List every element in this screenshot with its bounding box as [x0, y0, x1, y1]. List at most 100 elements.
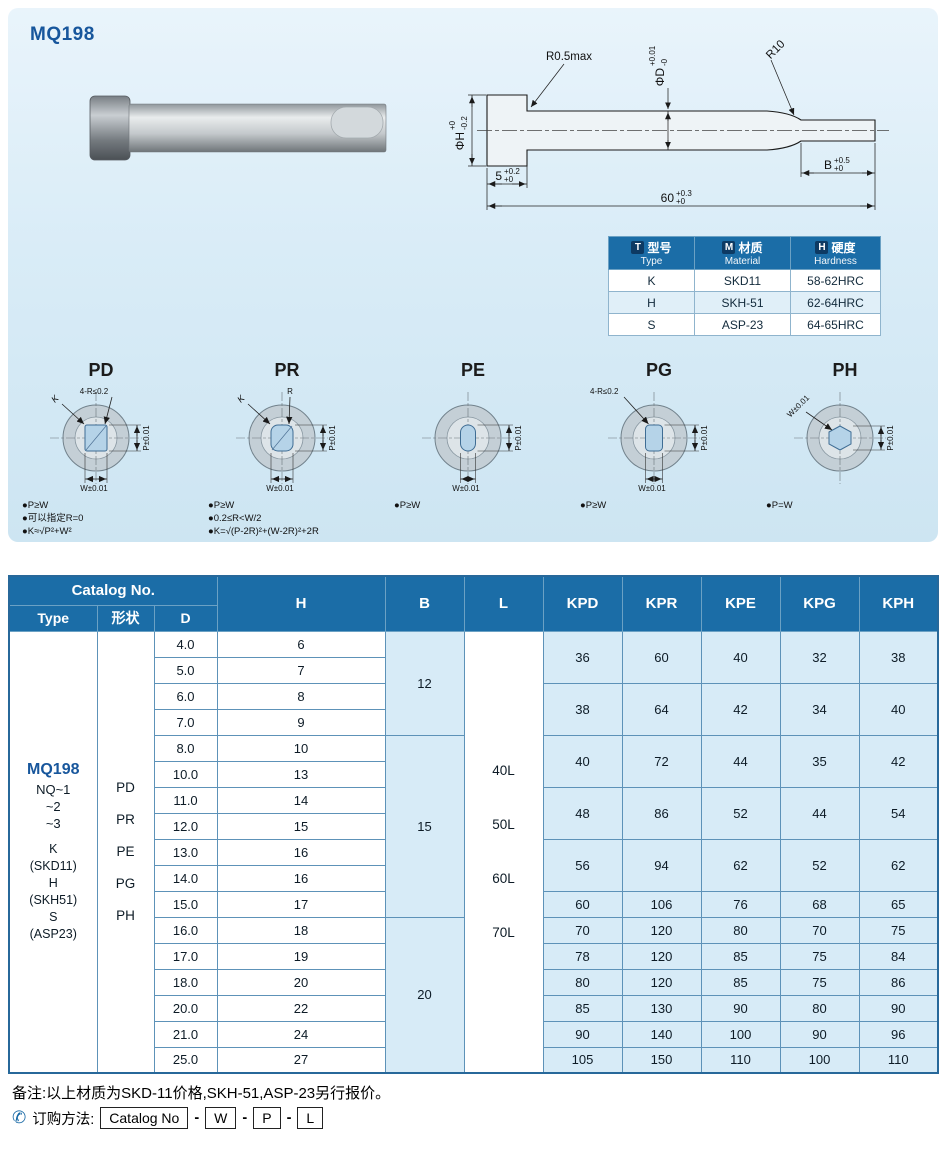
- svg-text:K: K: [235, 393, 247, 405]
- catalog-header-row-1: Catalog No. H B L KPD KPR KPE KPG KPH: [8, 575, 939, 632]
- material-line: (SKD11): [29, 858, 77, 873]
- material-line: H: [48, 875, 58, 890]
- material-line: K: [49, 841, 58, 856]
- price-value: 94: [621, 838, 702, 892]
- price-value: 62: [858, 838, 939, 892]
- section-note: ●0.2≤R<W/2: [208, 513, 262, 524]
- d-value: 16.0: [153, 916, 218, 944]
- catalog-no-header: Catalog No.: [8, 575, 218, 606]
- material-header-cn: 型号: [647, 241, 672, 255]
- shape-label: PD: [116, 779, 135, 795]
- price-value: 100: [700, 1020, 781, 1048]
- col-header-b: B: [384, 575, 465, 632]
- svg-text:B: B: [824, 158, 832, 172]
- shape-label: PG: [115, 875, 136, 891]
- col-header-h: H: [216, 575, 386, 632]
- price-value: 44: [700, 734, 781, 788]
- material-name-cell: SKH-51: [694, 291, 791, 314]
- price-value: 56: [542, 838, 623, 892]
- order-separator: -: [194, 1110, 200, 1126]
- label-phiH: ΦH +0 -0.2: [448, 116, 469, 151]
- price-value: 70: [779, 916, 860, 944]
- col-header-type: Type: [8, 604, 98, 632]
- material-type-cell: K: [608, 269, 695, 292]
- price-value: 110: [700, 1046, 781, 1074]
- svg-text:+0: +0: [834, 164, 844, 173]
- section-note: ●P≥W: [580, 500, 607, 511]
- order-box-catalog-no: Catalog No: [100, 1107, 189, 1129]
- price-value: 38: [542, 682, 623, 736]
- price-value: 54: [858, 786, 939, 840]
- svg-text:60: 60: [661, 191, 675, 205]
- svg-text:P±0.01: P±0.01: [886, 425, 895, 451]
- material-header-cn: 硬度: [831, 241, 856, 255]
- price-value: 90: [542, 1020, 623, 1048]
- price-value: 48: [542, 786, 623, 840]
- section-notes: ●P≥W●可以指定R=0●K≈√P²+W²: [8, 499, 194, 538]
- price-value: 90: [858, 994, 939, 1022]
- section-title: PH: [832, 360, 858, 380]
- h-value: 24: [216, 1020, 386, 1048]
- section-title: PE: [460, 360, 485, 380]
- d-value: 14.0: [153, 864, 218, 892]
- h-value: 20: [216, 968, 386, 996]
- price-value: 75: [779, 968, 860, 996]
- price-value: 70: [542, 916, 623, 944]
- col-header-shape: 形状: [96, 604, 155, 632]
- price-value: 32: [779, 630, 860, 684]
- price-value: 34: [779, 682, 860, 736]
- order-box-w: W: [205, 1107, 237, 1129]
- col-header-kpd: KPD: [542, 575, 623, 632]
- order-box-p: P: [253, 1107, 281, 1129]
- page-title: MQ198: [30, 24, 95, 45]
- price-value: 106: [621, 890, 702, 918]
- price-value: 60: [621, 630, 702, 684]
- price-value: 44: [779, 786, 860, 840]
- price-value: 120: [621, 942, 702, 970]
- d-value: 8.0: [153, 734, 218, 762]
- material-name-cell: SKD11: [694, 269, 791, 292]
- order-label: 订购方法:: [32, 1111, 95, 1128]
- b-value: 20: [384, 916, 465, 1074]
- section-notes: ●P≥W: [566, 499, 752, 512]
- d-value: 6.0: [153, 682, 218, 710]
- material-hardness-cell: 62-64HRC: [790, 291, 881, 314]
- section-note: ●K≈√P²+W²: [22, 526, 72, 537]
- h-value: 14: [216, 786, 386, 814]
- price-value: 85: [700, 942, 781, 970]
- section-note: ●P≥W: [394, 500, 421, 511]
- svg-text:W±0.01: W±0.01: [80, 484, 108, 493]
- shape-label: PH: [116, 907, 135, 923]
- col-header-kph: KPH: [858, 575, 939, 632]
- h-value: 27: [216, 1046, 386, 1074]
- h-value: 16: [216, 838, 386, 866]
- material-line: (SKH51): [29, 892, 78, 907]
- svg-text:+0: +0: [448, 120, 457, 130]
- svg-text:ΦD: ΦD: [653, 68, 667, 87]
- pin-outline: [477, 94, 889, 167]
- price-value: 85: [700, 968, 781, 996]
- price-value: 62: [700, 838, 781, 892]
- price-value: 40: [858, 682, 939, 736]
- model-label: MQ198: [27, 760, 80, 778]
- catalog-header-row-2: Type 形状 D: [8, 604, 938, 632]
- svg-text:4-R≤0.2: 4-R≤0.2: [80, 387, 109, 396]
- svg-text:W±0.01: W±0.01: [638, 484, 666, 493]
- price-value: 96: [858, 1020, 939, 1048]
- price-value: 78: [542, 942, 623, 970]
